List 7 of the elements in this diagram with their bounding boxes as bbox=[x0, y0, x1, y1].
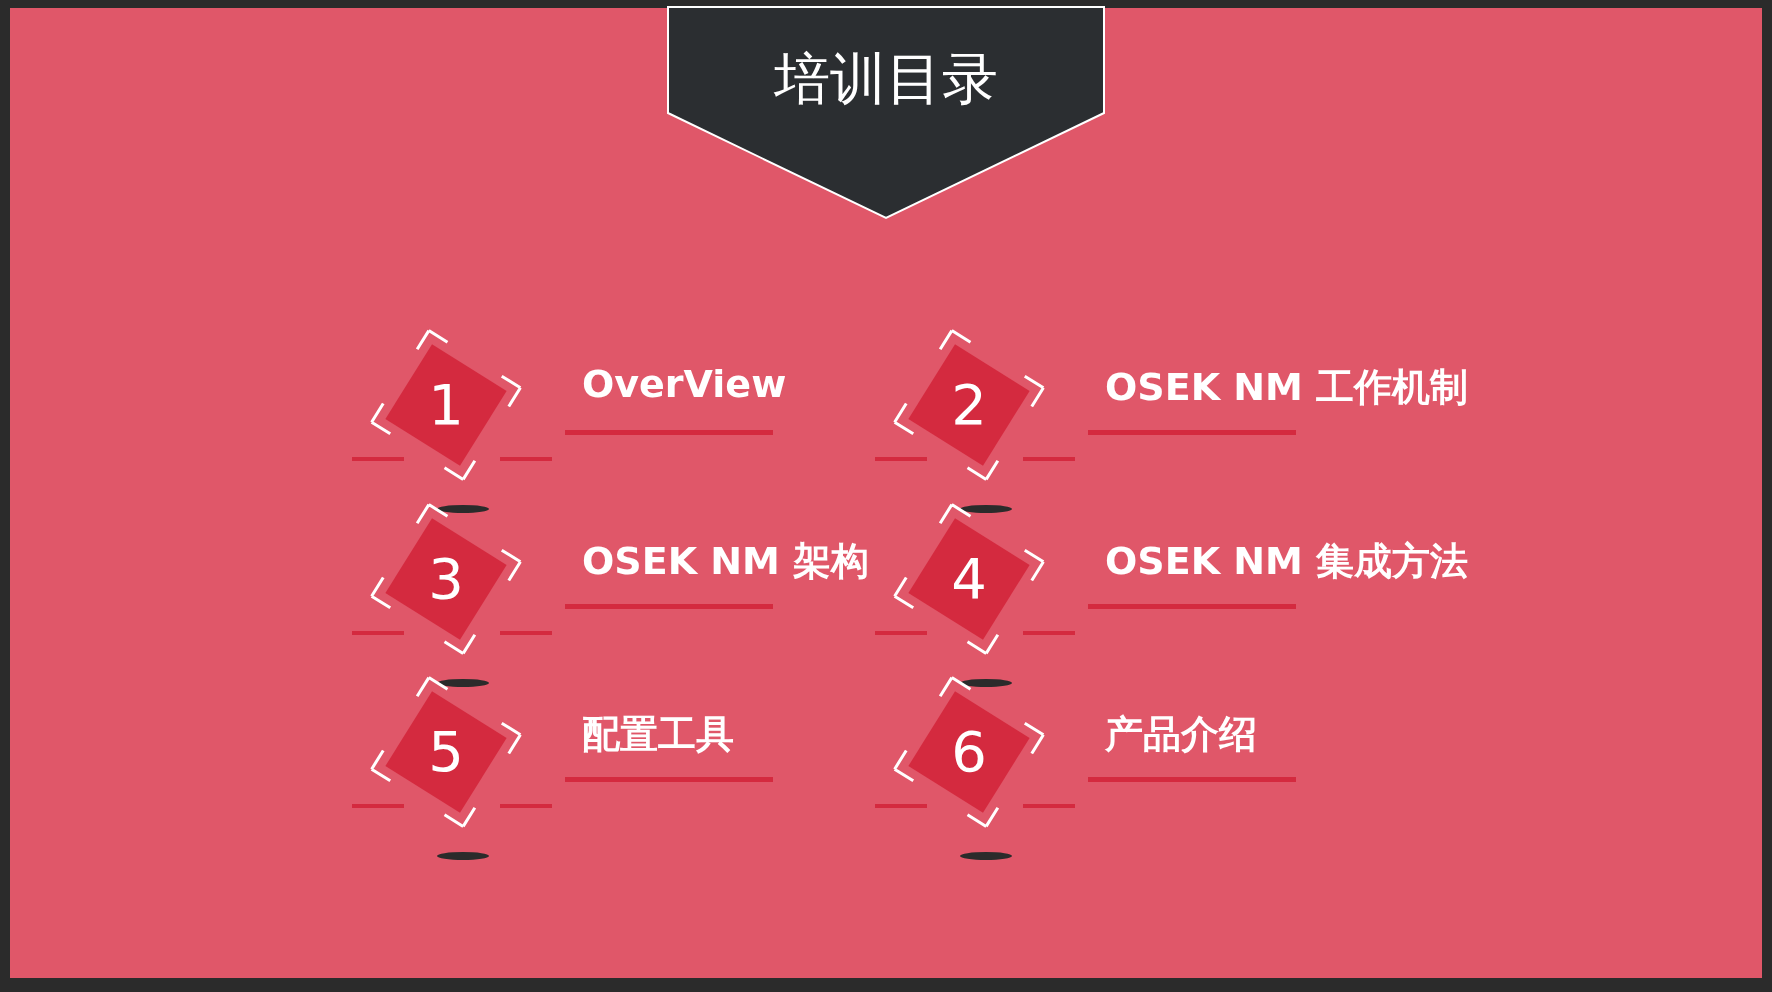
item-title: OSEK NM 工作机制 bbox=[1105, 364, 1469, 411]
item-title: OSEK NM 集成方法 bbox=[1105, 538, 1469, 585]
item-title: OverView bbox=[582, 362, 787, 406]
item-title: 配置工具 bbox=[582, 711, 734, 758]
title-banner: 培训目录 bbox=[667, 6, 1105, 220]
item-title: OSEK NM 架构 bbox=[582, 538, 870, 585]
item-title: 产品介绍 bbox=[1105, 711, 1257, 758]
